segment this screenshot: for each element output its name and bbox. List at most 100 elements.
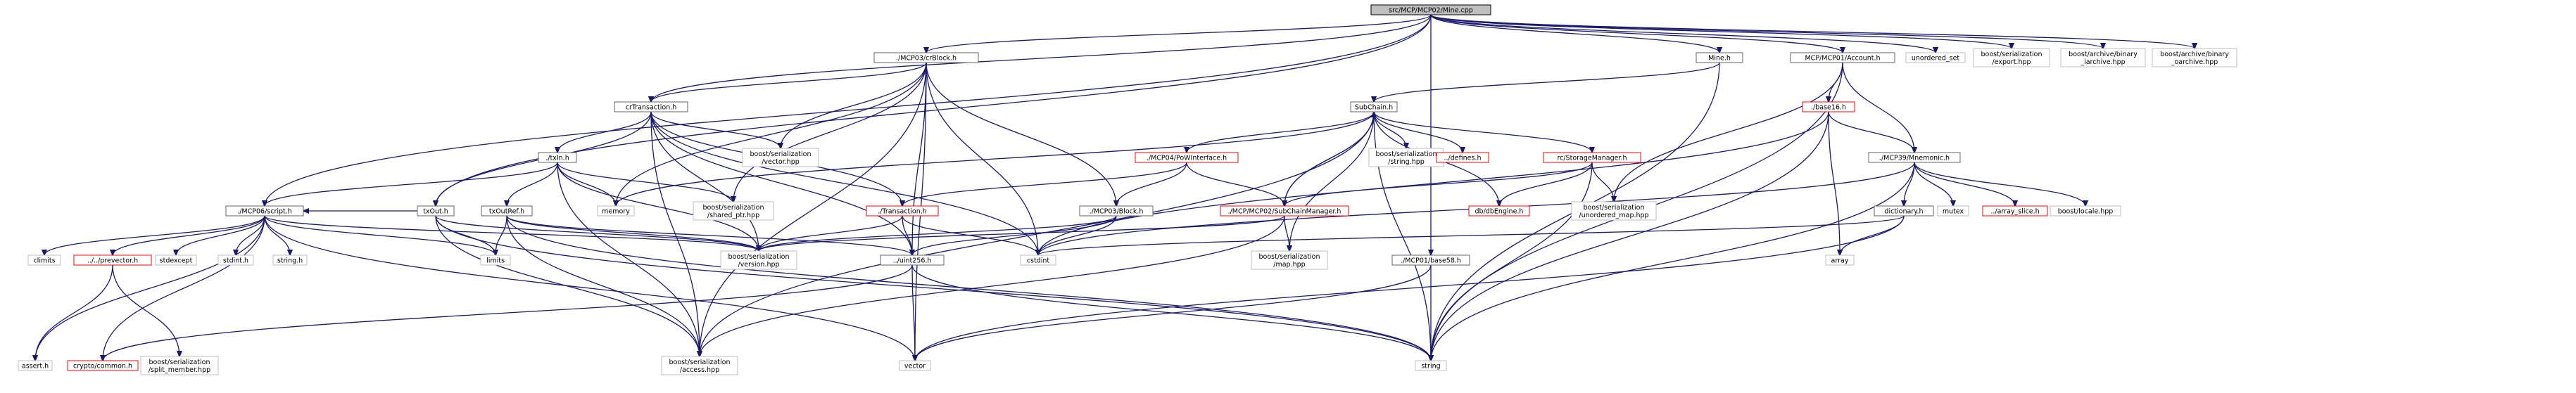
edge-crblock-to-memory [616, 62, 927, 206]
node-stdexcept[interactable]: stdexcept [155, 255, 197, 266]
node-label-prevector-0: ../../prevector.h [87, 257, 138, 265]
node-locale[interactable]: boost/locale.hpp [2050, 205, 2121, 217]
node-cstdint[interactable]: cstdint [1020, 255, 1056, 266]
node-label-storagemanager-0: rc/StorageManager.h [1557, 155, 1627, 162]
node-script[interactable]: ./MCP06/script.h [225, 205, 304, 217]
edge-subchain-to-storagemanager [1373, 111, 1592, 153]
node-unordered_map[interactable]: boost/serialization/unordered_map.hpp [1571, 201, 1657, 221]
node-account[interactable]: MCP/MCP01/Account.h [1790, 52, 1895, 63]
node-box-uint256 [880, 255, 945, 266]
edge-script-to-assert [35, 215, 265, 361]
node-label-vector_hpp-1: /vector.hpp [762, 158, 800, 166]
node-label-crblock-0: ./MCP03/crBlock.h [896, 55, 956, 63]
node-label-ser_map-0: boost/serialization [1259, 253, 1320, 261]
node-export[interactable]: boost/serialization/export.hpp [1973, 48, 2050, 67]
node-prevector[interactable]: ../../prevector.h [73, 255, 152, 266]
node-txoutref[interactable]: txOutRef.h [481, 205, 533, 217]
node-box-vector_hpp [742, 148, 819, 167]
node-base58[interactable]: ./MCP01/base58.h [1391, 255, 1470, 266]
node-shared_ptr[interactable]: boost/serialization/shared_ptr.hpp [693, 201, 774, 221]
node-dbengine[interactable]: db/dbEngine.h [1468, 205, 1530, 217]
edge-script-to-common [103, 215, 265, 361]
node-assert[interactable]: assert.h [18, 360, 53, 371]
node-storagemanager[interactable]: rc/StorageManager.h [1543, 152, 1641, 163]
edge-uint256-to-common [103, 264, 913, 361]
node-stdint[interactable]: stdint.h [217, 255, 254, 266]
node-dictionary[interactable]: dictionary.h [1874, 205, 1934, 217]
edge-txoutref-to-uint256 [506, 215, 912, 255]
node-ser_map[interactable]: boost/serialization/map.hpp [1251, 250, 1328, 270]
node-box-storagemanager [1543, 152, 1641, 163]
edge-mnemonic-to-mutex [1914, 162, 1953, 206]
node-box-base58 [1391, 255, 1470, 266]
node-powinterface[interactable]: ./MCP04/PoWInterface.h [1135, 152, 1239, 163]
edge-crtransaction-to-cstdint [650, 111, 1038, 255]
edge-script-to-limits [264, 215, 495, 255]
node-label-export-0: boost/serialization [1981, 51, 2043, 58]
edge-subchain-to-ser_string [1373, 111, 1406, 148]
edge-block-to-cstdint [1038, 215, 1117, 255]
node-txout[interactable]: txOut.h [417, 205, 455, 217]
node-string_h[interactable]: string.h [272, 255, 308, 266]
node-split_member[interactable]: boost/serialization/split_member.hpp [140, 356, 219, 375]
edge-crtransaction-to-txin [557, 111, 652, 153]
node-uint256[interactable]: ../uint256.h [880, 255, 945, 266]
node-defines[interactable]: ../defines.h [1436, 152, 1489, 163]
node-binary_iarchive[interactable]: boost/archive/binary_iarchive.hpp [2060, 48, 2146, 67]
node-unordered_set[interactable]: unordered_set [1905, 52, 1966, 63]
edge-powinterface-to-subchainmanager [1186, 162, 1284, 206]
node-array[interactable]: array [1825, 255, 1855, 266]
node-crblock[interactable]: ./MCP03/crBlock.h [873, 52, 979, 63]
node-label-mnemonic-0: ./MCP39/Mnemonic.h [1879, 155, 1950, 162]
node-label-version-0: boost/serialization [728, 253, 790, 261]
edge-base16-to-cstdint [1038, 111, 1829, 255]
node-box-shared_ptr [693, 201, 774, 221]
node-label-binary_iarchive-0: boost/archive/binary [2069, 51, 2138, 58]
node-climits[interactable]: climits [27, 255, 61, 266]
node-label-string_h-0: string.h [277, 257, 303, 265]
node-transaction[interactable]: ./Transaction.h [866, 205, 939, 217]
edge-subchain-to-access [700, 111, 1375, 356]
node-vector[interactable]: vector [899, 360, 931, 371]
node-limits[interactable]: limits [480, 255, 511, 266]
node-label-assert-0: assert.h [22, 363, 49, 371]
node-mnemonic[interactable]: ./MCP39/Mnemonic.h [1868, 152, 1961, 163]
node-subchain[interactable]: SubChain.h [1350, 101, 1398, 112]
node-box-subchain [1350, 101, 1398, 112]
node-version[interactable]: boost/serialization/version.hpp [720, 250, 797, 270]
node-string[interactable]: string [1415, 360, 1447, 371]
edge-txout-to-string [435, 215, 1431, 361]
node-binary_oarchive[interactable]: boost/archive/binary_oarchive.hpp [2152, 48, 2237, 67]
edge-txin-to-version [557, 162, 759, 251]
node-base16[interactable]: ./base16.h [1802, 101, 1855, 112]
node-crtransaction[interactable]: crTransaction.h [614, 101, 688, 112]
node-label-base16-0: ./base16.h [1811, 104, 1846, 112]
node-box-mine [1696, 52, 1743, 63]
node-mutex[interactable]: mutex [1937, 205, 1969, 217]
node-label-stdint-0: stdint.h [223, 257, 248, 265]
node-mine[interactable]: Mine.h [1696, 52, 1743, 63]
edge-powinterface-to-transaction [902, 162, 1187, 206]
node-subchainmanager[interactable]: ./MCP/MCP02/SubChainManager.h [1220, 205, 1349, 217]
node-label-mutex-0: mutex [1943, 208, 1964, 216]
node-label-root-0: src/MCP/MCP02/Mine.cpp [1389, 7, 1473, 15]
edge-block-to-version [759, 215, 1117, 251]
node-block[interactable]: ./MCP03/Block.h [1079, 205, 1154, 217]
edge-base16-to-string [1431, 111, 1829, 361]
node-root[interactable]: src/MCP/MCP02/Mine.cpp [1370, 4, 1491, 15]
edge-dictionary-to-vector [915, 215, 1905, 361]
node-box-binary_oarchive [2152, 48, 2237, 67]
edge-script-to-stdexcept [176, 215, 265, 255]
node-common[interactable]: crypto/common.h [67, 360, 139, 371]
node-txin[interactable]: ./txIn.h [538, 152, 577, 163]
node-access[interactable]: boost/serialization/access.hpp [661, 356, 738, 375]
edge-txoutref-to-access [506, 215, 700, 356]
node-array_slice[interactable]: ../array_slice.h [1982, 205, 2048, 217]
node-vector_hpp[interactable]: boost/serialization/vector.hpp [742, 148, 819, 167]
node-ser_string[interactable]: boost/serialization/string.hpp [1368, 148, 1444, 167]
node-label-split_member-1: /split_member.hpp [149, 366, 210, 374]
edge-subchain-to-defines [1373, 111, 1463, 153]
node-label-limits-0: limits [486, 257, 505, 265]
node-memory[interactable]: memory [597, 205, 635, 217]
